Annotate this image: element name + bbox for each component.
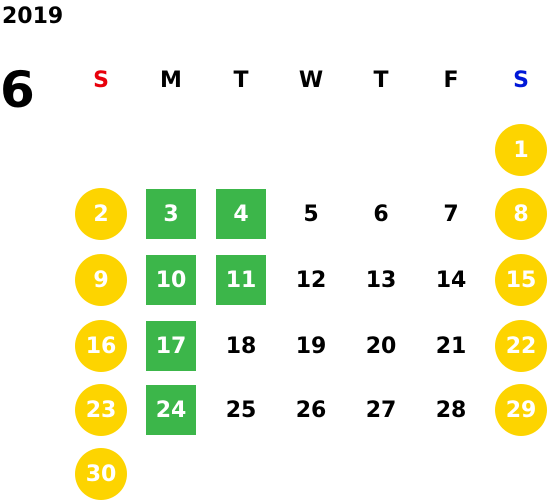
- weekday-header: T: [233, 67, 249, 93]
- calendar-day-cell: 21: [416, 316, 486, 376]
- calendar-day: 6: [373, 201, 389, 227]
- calendar-week-row: 16 17 18 19 20 21 22: [66, 316, 548, 376]
- holiday-day: 15: [495, 254, 547, 306]
- weekday-header: S: [93, 67, 109, 93]
- calendar-day-cell: 27: [346, 380, 416, 440]
- weekday-header: W: [298, 67, 324, 93]
- calendar-day: 12: [295, 267, 327, 293]
- weekday-header: M: [160, 67, 182, 93]
- calendar-day-cell: 9: [66, 250, 136, 310]
- closed-day: 17: [146, 321, 196, 371]
- calendar-day-cell: 11: [206, 250, 276, 310]
- calendar-day-cell: 24: [136, 380, 206, 440]
- holiday-day: 29: [495, 384, 547, 436]
- holiday-day: 2: [75, 188, 127, 240]
- calendar-day-cell: 4: [206, 184, 276, 244]
- calendar-day-cell: 19: [276, 316, 346, 376]
- calendar-day-cell: 1: [486, 120, 548, 180]
- calendar-day-cell: 20: [346, 316, 416, 376]
- weekday-header: S: [513, 67, 529, 93]
- calendar-day: 7: [443, 201, 459, 227]
- calendar-day-cell: 26: [276, 380, 346, 440]
- calendar-day-cell: 25: [206, 380, 276, 440]
- closed-day: 11: [216, 255, 266, 305]
- calendar-day-cell: 14: [416, 250, 486, 310]
- calendar-day-cell: 16: [66, 316, 136, 376]
- closed-day: 10: [146, 255, 196, 305]
- closed-day: 24: [146, 385, 196, 435]
- weekday-header: F: [443, 67, 459, 93]
- calendar-day: 21: [435, 333, 467, 359]
- holiday-day: 30: [75, 448, 127, 500]
- holiday-day: 8: [495, 188, 547, 240]
- holiday-day: 1: [495, 124, 547, 176]
- calendar-month: 6: [0, 61, 35, 119]
- calendar-day-cell: 10: [136, 250, 206, 310]
- holiday-day: 9: [75, 254, 127, 306]
- calendar-day-cell: 7: [416, 184, 486, 244]
- calendar-week-row: 9 10 11 12 13 14 15: [66, 250, 548, 310]
- calendar-day: 5: [303, 201, 319, 227]
- calendar-day: 13: [365, 267, 397, 293]
- closed-day: 4: [216, 189, 266, 239]
- calendar-day-cell: 13: [346, 250, 416, 310]
- calendar-week-row: 1: [66, 120, 548, 180]
- calendar-day-cell: 12: [276, 250, 346, 310]
- calendar-day: 18: [225, 333, 257, 359]
- calendar-day-cell: 17: [136, 316, 206, 376]
- calendar-year: 2019: [2, 4, 64, 29]
- holiday-day: 16: [75, 320, 127, 372]
- calendar-day-cell: 2: [66, 184, 136, 244]
- calendar-day-cell: 22: [486, 316, 548, 376]
- calendar-day: 20: [365, 333, 397, 359]
- calendar-day-cell: 23: [66, 380, 136, 440]
- calendar-day-cell: 3: [136, 184, 206, 244]
- calendar-day-cell: 30: [66, 444, 136, 503]
- calendar-day-cell: 5: [276, 184, 346, 244]
- calendar-day: 19: [295, 333, 327, 359]
- calendar-day-cell: 28: [416, 380, 486, 440]
- closed-day: 3: [146, 189, 196, 239]
- calendar-day: 27: [365, 397, 397, 423]
- calendar-day: 26: [295, 397, 327, 423]
- calendar-day: 14: [435, 267, 467, 293]
- holiday-day: 23: [75, 384, 127, 436]
- calendar-week-row: 30: [66, 444, 548, 503]
- calendar-day-cell: 18: [206, 316, 276, 376]
- calendar-day: 28: [435, 397, 467, 423]
- calendar-day-cell: 15: [486, 250, 548, 310]
- weekday-header: T: [373, 67, 389, 93]
- calendar-day-cell: 8: [486, 184, 548, 244]
- calendar-day: 25: [225, 397, 257, 423]
- holiday-day: 22: [495, 320, 547, 372]
- calendar-day-cell: 29: [486, 380, 548, 440]
- calendar-day-cell: 6: [346, 184, 416, 244]
- calendar-week-row: 23 24 25 26 27 28 29: [66, 380, 548, 440]
